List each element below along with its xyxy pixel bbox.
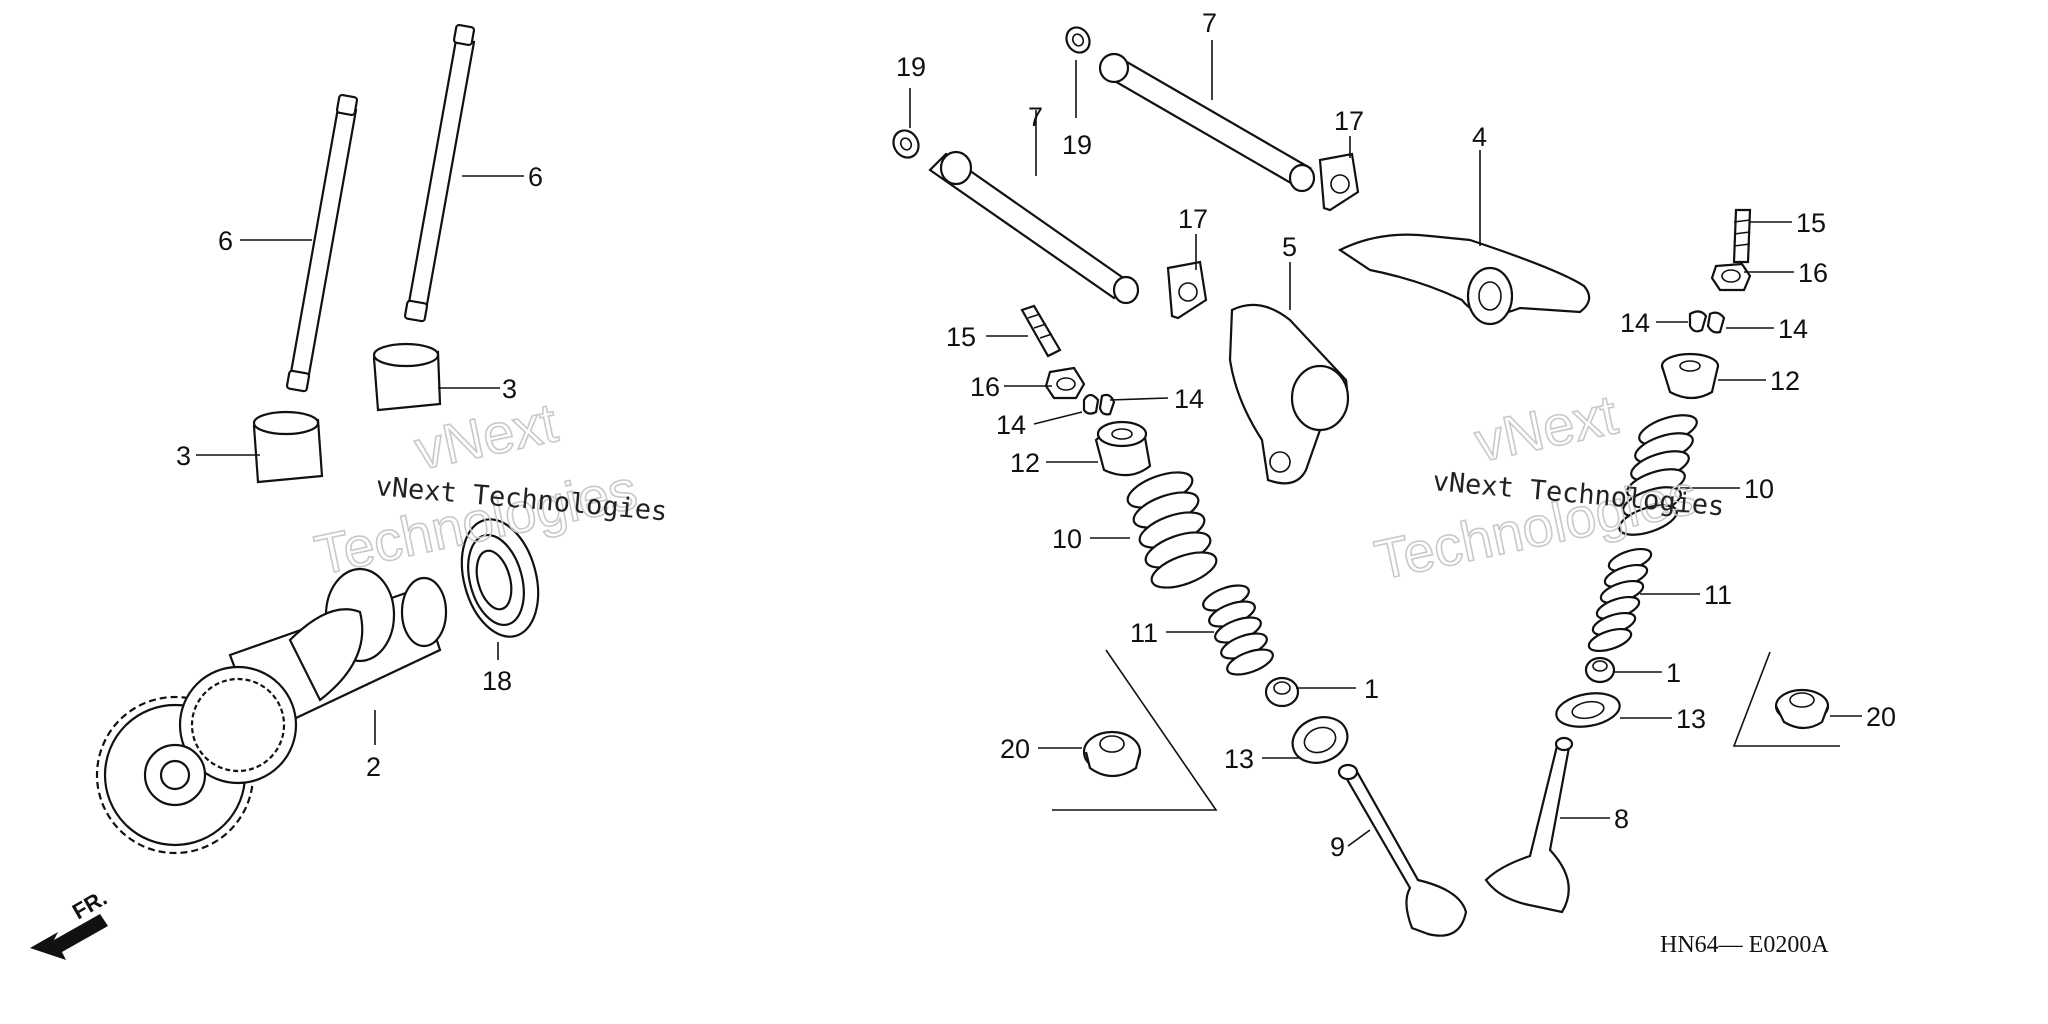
callout-13-right: 13 [1676,704,1706,734]
push-rod-left [285,93,359,393]
callout-11-left: 11 [1130,618,1158,648]
callout-19-right: 19 [1062,130,1092,160]
callout-9: 9 [1330,832,1345,862]
washer-19-left [892,129,920,159]
valve-cotter-left [1082,393,1116,416]
callout-14-left-b: 14 [1174,384,1204,414]
callout-12-left: 12 [1010,448,1040,478]
callout-16-left: 16 [970,372,1000,402]
valve-spring-outer-left [1126,471,1218,589]
lock-nut-left [1044,366,1086,400]
valve-spring-inner-right [1587,547,1653,653]
callout-3-lower: 3 [176,441,191,471]
camshaft-bearing [460,518,540,638]
callout-12-right: 12 [1770,366,1800,396]
front-direction-arrow: FR. [30,885,111,960]
camshaft [95,567,448,855]
exhaust-valve [1484,736,1574,914]
rocker-shaft-left [928,150,1140,305]
spring-seat-left [1264,676,1300,708]
valve-cotter-right [1688,310,1726,334]
callout-14-right-b: 14 [1778,314,1808,344]
callout-4: 4 [1472,122,1487,152]
callout-7-right: 7 [1202,8,1217,38]
callout-6-right: 6 [528,162,543,192]
callout-16-right: 16 [1798,258,1828,288]
callout-14-left-a: 14 [996,410,1026,440]
watermark-right: vNext Technologies vNext Technologies [1369,381,1726,592]
spring-seat-right [1584,656,1616,684]
callout-19-left: 19 [896,52,926,82]
callout-8: 8 [1614,804,1629,834]
callout-20-left: 20 [1000,734,1030,764]
callout-1-right: 1 [1666,658,1681,688]
callout-11-right: 11 [1704,580,1732,610]
intake-valve [1337,763,1468,937]
callout-2: 2 [366,752,381,782]
callout-20-right: 20 [1866,702,1896,732]
callout-10-right: 10 [1744,474,1774,504]
adjuster-screw-left [1020,304,1062,358]
rocker-plate-right [1318,152,1360,212]
spring-retainer-right [1660,352,1720,400]
valve-spring-outer-right [1618,414,1698,536]
rocker-arm-intake [1228,303,1350,485]
spring-washer-right [1555,692,1621,728]
callout-3-upper: 3 [502,374,517,404]
callout-15-right: 15 [1796,208,1826,238]
spring-washer-left [1291,716,1349,764]
callout-10-left: 10 [1052,524,1082,554]
diagram-code: HN64— E0200A [1660,932,1829,958]
valve-lifter-lower [252,410,324,484]
callout-7-left: 7 [1028,102,1043,132]
valve-stem-seal-right [1774,688,1830,730]
callout-18: 18 [482,666,512,696]
callout-6-left: 6 [218,226,233,256]
adjuster-screw-right [1732,208,1752,264]
callout-5: 5 [1282,232,1297,262]
callout-14-right-a: 14 [1620,308,1650,338]
rocker-plate-left [1166,260,1208,320]
front-marker-label: FR. [68,885,111,924]
valve-stem-seal-left [1082,730,1142,778]
push-rod-right [403,23,476,323]
callout-1-left: 1 [1364,674,1379,704]
callout-13-left: 13 [1224,744,1254,774]
rocker-arm-exhaust [1337,233,1591,326]
watermark-big-line1-right: vNext [1469,382,1623,473]
rocker-shaft-right [1098,52,1316,193]
callout-17-right: 17 [1334,106,1364,136]
spring-retainer-left [1094,420,1152,477]
valve-lifter-upper [372,342,442,412]
lock-nut-right [1710,262,1752,292]
callout-15-left: 15 [946,322,976,352]
callout-17-left: 17 [1178,204,1208,234]
valve-spring-inner-left [1202,584,1274,676]
washer-19-right [1065,26,1091,54]
